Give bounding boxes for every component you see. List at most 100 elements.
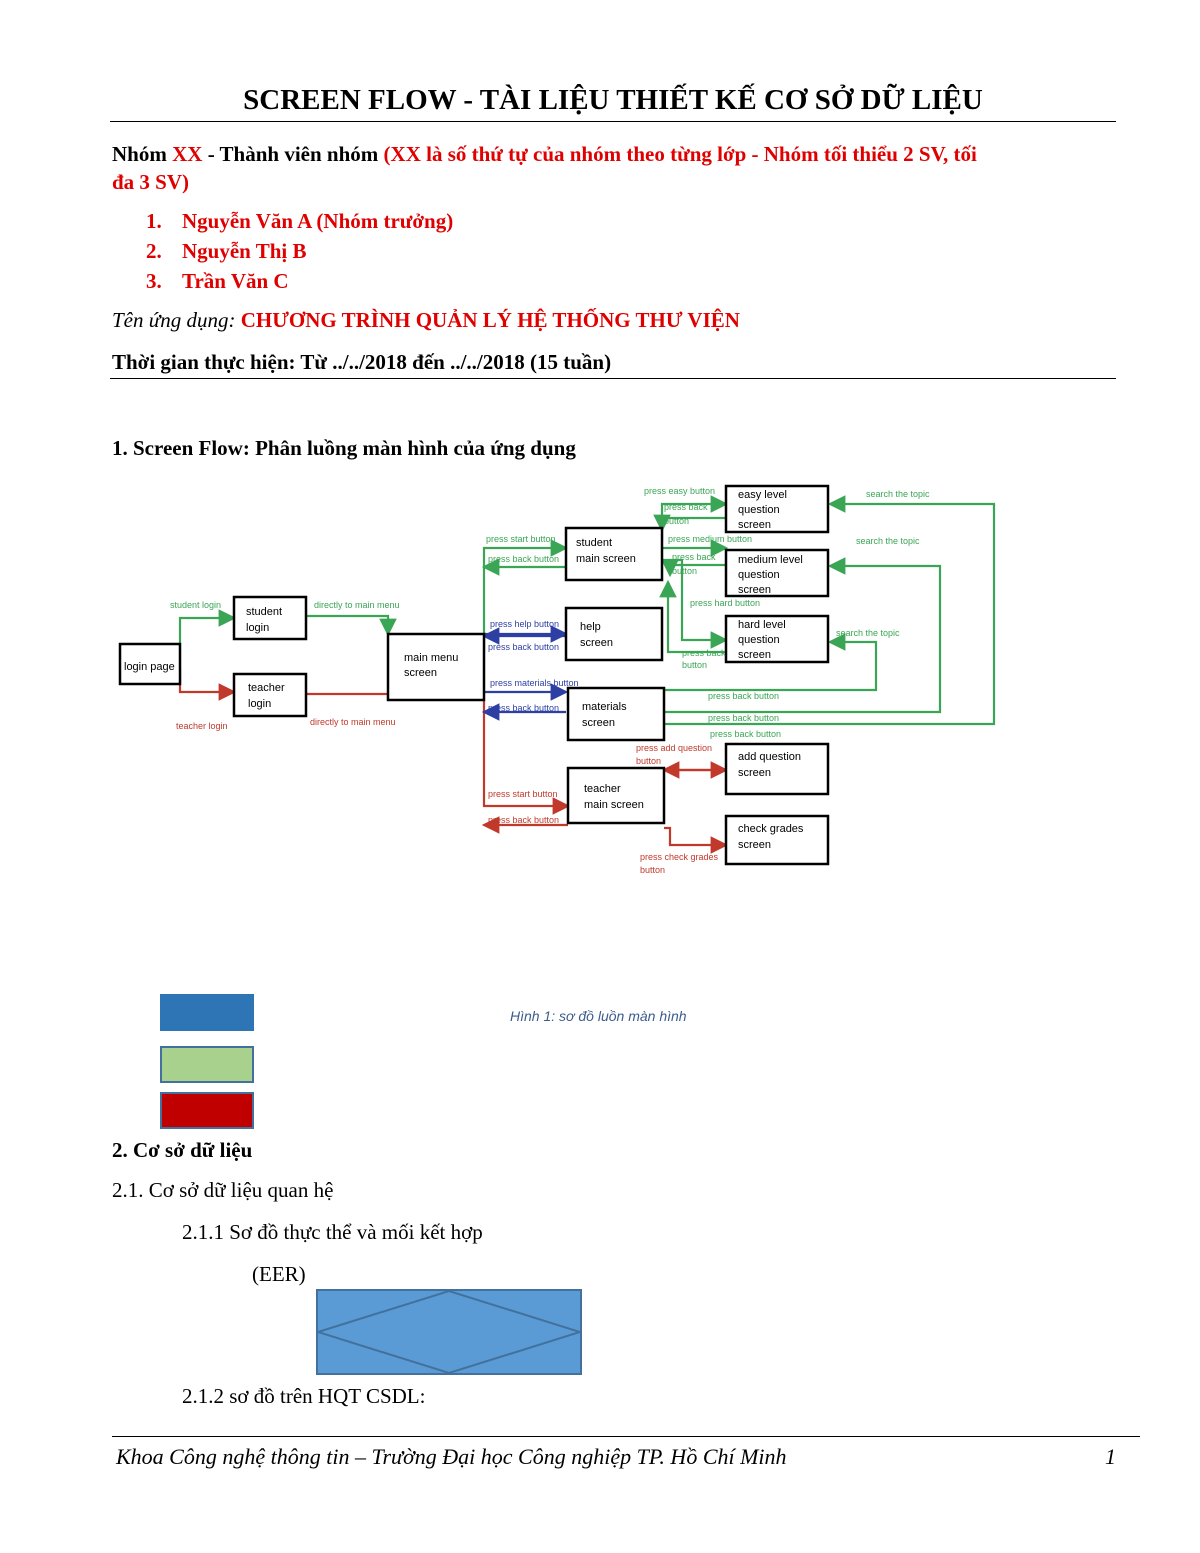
- footer-text: Khoa Công nghệ thông tin – Trường Đại họ…: [116, 1444, 787, 1469]
- flow-label: press back button: [708, 691, 779, 701]
- member-list: 1.Nguyễn Văn A (Nhóm trưởng) 2.Nguyễn Th…: [146, 206, 453, 296]
- section2-1-2-heading: 2.1.2 sơ đồ trên HQT CSDL:: [182, 1384, 426, 1408]
- flow-label: student login: [170, 600, 221, 610]
- box-label: teacher: [248, 682, 285, 694]
- section1-heading: 1. Screen Flow: Phân luồng màn hình của …: [112, 436, 576, 460]
- member-item: 2.Nguyễn Thị B: [146, 239, 307, 263]
- legend-swatch-red: [160, 1092, 254, 1129]
- page-number: 1: [1105, 1444, 1116, 1469]
- teacher-main-box: [566, 766, 666, 825]
- section2-1-1-sub: (EER): [252, 1262, 306, 1286]
- box-label: question: [738, 634, 780, 646]
- member-item: 3.Trần Văn C: [146, 269, 289, 293]
- box-label: login page: [124, 661, 175, 673]
- section2-heading: 2. Cơ sở dữ liệu: [112, 1138, 253, 1162]
- box-label: teacher: [584, 783, 621, 795]
- app-name: CHƯƠNG TRÌNH QUẢN LÝ HỆ THỐNG THƯ VIỆN: [240, 308, 740, 332]
- box-label: screen: [580, 637, 613, 649]
- box-label: main screen: [584, 799, 644, 811]
- flow-label: press start button: [486, 534, 556, 544]
- legend-swatch-blue: [160, 994, 254, 1031]
- footer-rule: [112, 1436, 1140, 1437]
- flow-label: press back button: [488, 815, 559, 825]
- flow-label: press back: [682, 648, 726, 658]
- divider: [110, 378, 1116, 379]
- legend-swatch-green: [160, 1046, 254, 1083]
- flow-label: button: [682, 660, 707, 670]
- student-login-box: [232, 595, 308, 641]
- box-label: medium level: [738, 554, 803, 566]
- teacher-login-box: [232, 672, 308, 718]
- easy-box: [724, 484, 830, 534]
- check-grades-box: [724, 814, 830, 866]
- box-label: screen: [738, 767, 771, 779]
- box-label: screen: [404, 667, 437, 679]
- box-label: materials: [582, 701, 627, 713]
- flow-label: directly to main menu: [310, 717, 396, 727]
- box-label: screen: [738, 584, 771, 596]
- flow-label: button: [636, 756, 661, 766]
- box-label: student: [246, 606, 282, 618]
- section2-1-1-heading: 2.1.1 Sơ đồ thực thể và mối kết hợp: [182, 1220, 483, 1244]
- group-note-line1: (XX là số thứ tự của nhóm theo từng lớp …: [383, 142, 977, 166]
- box-label: screen: [738, 839, 771, 851]
- medium-box: [724, 548, 830, 598]
- box-label: hard level: [738, 619, 786, 631]
- flow-label: button: [664, 516, 689, 526]
- box-label: help: [580, 621, 601, 633]
- box-label: screen: [582, 717, 615, 729]
- flow-label: press back button: [710, 729, 781, 739]
- box-label: main screen: [576, 553, 636, 565]
- app-label: Tên ứng dụng:: [112, 308, 236, 332]
- screen-flow-diagram: login page student login teacher login m…: [118, 484, 996, 875]
- flow-label: press medium button: [668, 534, 752, 544]
- help-box: [564, 606, 664, 662]
- flow-label: button: [640, 865, 665, 875]
- flow-label: press hard button: [690, 598, 760, 608]
- section2-1-heading: 2.1. Cơ sở dữ liệu quan hệ: [112, 1178, 334, 1202]
- flow-label: teacher login: [176, 721, 228, 731]
- box-label: add question: [738, 751, 801, 763]
- main-menu-box: [386, 632, 486, 702]
- flow-label: directly to main menu: [314, 600, 400, 610]
- box-label: main menu: [404, 652, 458, 664]
- flow-label: press back: [672, 552, 716, 562]
- flow-label: button: [672, 566, 697, 576]
- box-label: login: [246, 622, 269, 634]
- student-main-box: [564, 526, 664, 582]
- flow-label: press add question: [636, 743, 712, 753]
- page-title: SCREEN FLOW - TÀI LIỆU THIẾT KẾ CƠ SỞ DỮ…: [110, 84, 1116, 122]
- box-label: check grades: [738, 823, 804, 835]
- login-page-box: [118, 642, 182, 686]
- group-note-line2: đa 3 SV): [112, 170, 190, 194]
- flow-label: press back button: [708, 713, 779, 723]
- box-label: question: [738, 504, 780, 516]
- group-line: Nhóm XX - Thành viên nhóm (XX là số thứ …: [112, 140, 1122, 196]
- flow-label: press start button: [488, 789, 558, 799]
- app-line: Tên ứng dụng: CHƯƠNG TRÌNH QUẢN LÝ HỆ TH…: [112, 308, 740, 333]
- box-label: question: [738, 569, 780, 581]
- group-code: XX: [172, 142, 203, 166]
- flow-label: press help button: [490, 619, 559, 629]
- hard-box: [724, 614, 830, 664]
- footer: Khoa Công nghệ thông tin – Trường Đại họ…: [116, 1444, 1116, 1470]
- box-label: easy level: [738, 489, 787, 501]
- group-prefix: Nhóm: [112, 142, 173, 166]
- flow-label: search the topic: [856, 536, 920, 546]
- flow-label: press easy button: [644, 486, 715, 496]
- flow-label: press back button: [488, 703, 559, 713]
- box-label: screen: [738, 649, 771, 661]
- flow-label: press materials button: [490, 678, 579, 688]
- eer-shape: [316, 1289, 582, 1375]
- member-item: 1.Nguyễn Văn A (Nhóm trưởng): [146, 209, 454, 233]
- flow-label: press back: [664, 502, 708, 512]
- flow-label: search the topic: [866, 489, 930, 499]
- flow-label: search the topic: [836, 628, 900, 638]
- figure-caption: Hình 1: sơ đồ luồn màn hình: [510, 1008, 687, 1024]
- materials-box: [566, 686, 666, 742]
- add-question-box: [724, 742, 830, 796]
- box-label: login: [248, 698, 271, 710]
- flow-label: press check grades: [640, 852, 719, 862]
- box-label: student: [576, 537, 612, 549]
- flow-label: press back button: [488, 554, 559, 564]
